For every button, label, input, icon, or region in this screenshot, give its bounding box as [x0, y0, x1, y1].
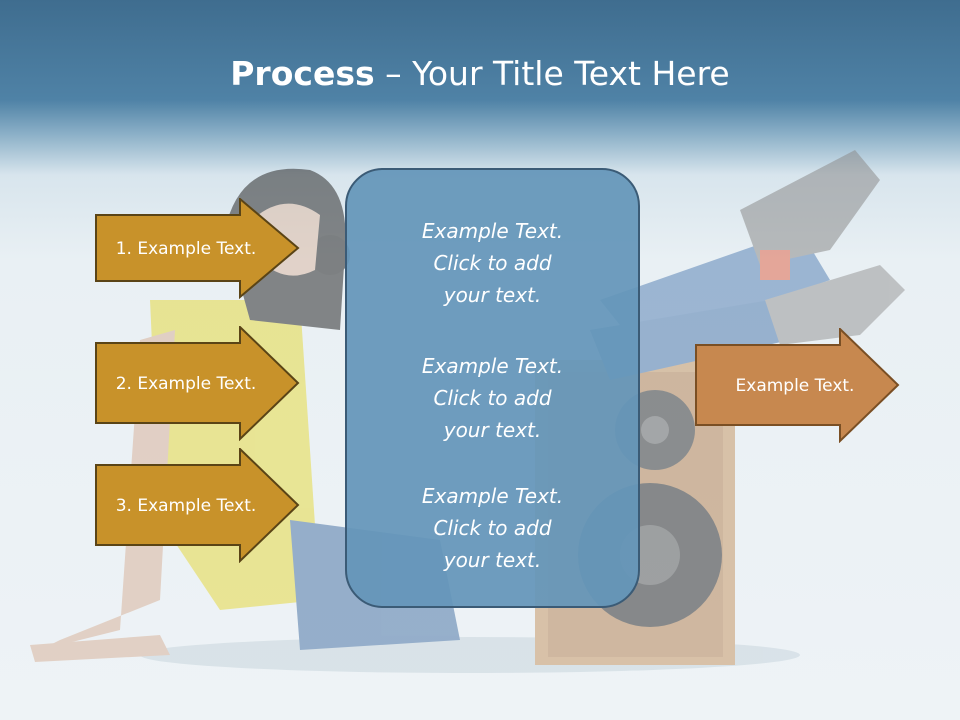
- left-arrow-1[interactable]: 1. Example Text.: [95, 198, 300, 299]
- left-arrow-3-label: 3. Example Text.: [115, 495, 257, 516]
- title-bold-text: Process: [230, 54, 375, 93]
- left-arrow-1-label: 1. Example Text.: [115, 238, 257, 259]
- left-arrow-2-label: 2. Example Text.: [115, 373, 257, 394]
- title-rest-text: – Your Title Text Here: [374, 54, 730, 93]
- right-arrow-label: Example Text.: [735, 375, 855, 396]
- center-text-box[interactable]: Example Text. Click to add your text. Ex…: [345, 168, 640, 608]
- center-paragraph-3: Example Text. Click to add your text.: [421, 484, 564, 572]
- left-arrow-3[interactable]: 3. Example Text.: [95, 448, 300, 563]
- center-paragraph-1: Example Text. Click to add your text.: [421, 219, 564, 307]
- left-arrow-2[interactable]: 2. Example Text.: [95, 326, 300, 441]
- right-arrow[interactable]: Example Text.: [695, 328, 900, 443]
- slide-title: Process – Your Title Text Here: [0, 52, 960, 96]
- center-paragraph-2: Example Text. Click to add your text.: [421, 354, 564, 442]
